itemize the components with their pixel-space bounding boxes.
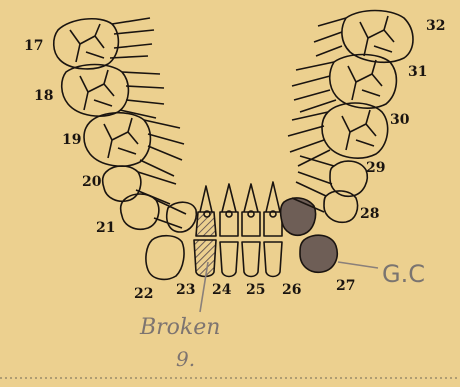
label-26: 26 — [282, 282, 301, 298]
gc-pointer — [338, 262, 378, 268]
tooth-17 — [54, 18, 154, 69]
label-24: 24 — [212, 282, 232, 298]
tooth-22 — [146, 236, 184, 280]
label-28: 28 — [360, 206, 379, 222]
label-25: 25 — [246, 282, 265, 298]
tooth-29 — [298, 156, 367, 196]
tooth-27 — [300, 235, 337, 272]
label-19: 19 — [62, 132, 81, 148]
tooth-18 — [62, 65, 164, 119]
broken-annotation: Broken — [139, 315, 220, 340]
tooth-23 — [194, 186, 216, 277]
label-27: 27 — [336, 278, 355, 294]
label-23: 23 — [176, 282, 195, 298]
label-18: 18 — [34, 88, 53, 104]
gc-annotation: G.C — [382, 260, 425, 288]
label-21: 21 — [96, 220, 115, 236]
tooth-24 — [220, 184, 238, 277]
label-20: 20 — [82, 174, 102, 190]
label-29: 29 — [366, 160, 385, 176]
label-17: 17 — [24, 38, 43, 54]
tooth-19 — [84, 113, 184, 176]
tooth-31 — [292, 55, 396, 113]
label-22: 22 — [134, 286, 153, 302]
tooth-25 — [242, 184, 260, 277]
label-32: 32 — [426, 18, 445, 34]
label-30: 30 — [390, 112, 410, 128]
label-31: 31 — [408, 64, 427, 80]
broken-annotation-sub: 9. — [176, 347, 195, 371]
